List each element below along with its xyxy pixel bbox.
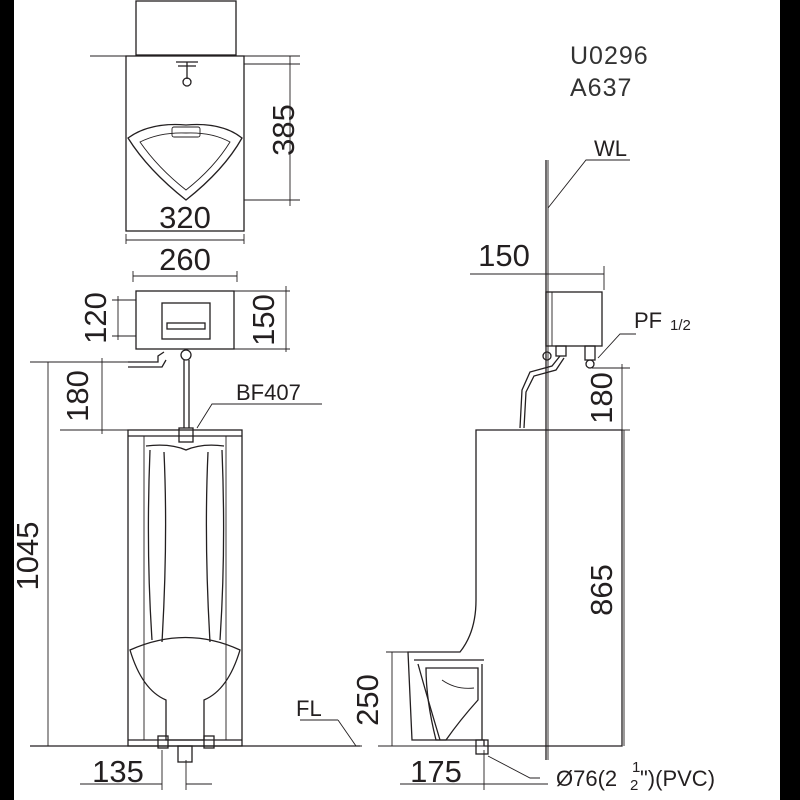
top-view [90, 0, 300, 244]
sensor-window-icon [166, 322, 206, 330]
front-bowl-rim [145, 444, 225, 451]
front-flush-connector [178, 427, 194, 443]
pf-label: PF [634, 308, 662, 333]
valve-label: BF407 [236, 380, 301, 405]
drawing-sheet: U0296 A637 WL FL BF407 PF 1/2 Ø76(2 1 2 … [14, 0, 780, 800]
wl-label: WL [594, 136, 627, 161]
front-foot-right [203, 735, 215, 749]
drain-label-prefix: Ø76(2 [556, 766, 617, 791]
floor-level-marker [300, 719, 362, 747]
model-code-1: U0296 [570, 42, 649, 70]
dim-drain-offset-side: 175 [410, 754, 462, 789]
fl-label: FL [296, 696, 322, 721]
dim-total-height: 1045 [14, 522, 45, 591]
dim-supply-height-side: 180 [584, 372, 619, 424]
dim-drain-offset-front: 135 [92, 754, 144, 789]
drain-frac-num: 1 [632, 759, 640, 776]
wl-leader [547, 159, 630, 209]
model-code-2: A637 [570, 74, 632, 102]
front-drain-pipe [177, 745, 193, 763]
drain-frac-den: 2 [630, 777, 638, 794]
pf-size-label: 1/2 [670, 317, 691, 334]
dim-side-height: 865 [584, 564, 619, 616]
dim-top-height: 385 [266, 104, 301, 156]
side-view [378, 159, 636, 790]
drain-label-suffix: ")(PVC) [640, 766, 715, 791]
top-bowl-inner [139, 132, 231, 191]
spray-head-icon [176, 61, 198, 87]
top-bowl-outer [127, 123, 243, 201]
technical-drawing: U0296 A637 WL FL BF407 PF 1/2 Ø76(2 1 2 … [14, 0, 715, 794]
drain-leader [487, 755, 540, 779]
dim-valve-right-height: 150 [246, 294, 281, 346]
valve-leader [196, 403, 322, 429]
side-drain-pipe [475, 739, 489, 755]
dim-wall-offset: 150 [478, 238, 530, 273]
front-bowl-bottom [129, 636, 241, 741]
side-supply-fittings [519, 345, 596, 429]
front-foot-left [157, 735, 169, 749]
top-urinal-outline [125, 55, 245, 232]
top-cistern-box [135, 0, 237, 56]
dim-lip-height: 250 [350, 674, 385, 726]
supply-inlet [128, 351, 165, 363]
front-urinal-body [127, 429, 243, 747]
side-bowl [425, 667, 479, 741]
front-valve-box [135, 290, 235, 350]
side-valve-box [545, 291, 603, 347]
front-view [30, 271, 360, 790]
dim-valve-width: 260 [159, 242, 211, 277]
pf-leader [597, 333, 636, 359]
top-flush-slot [171, 126, 201, 138]
dim-valve-left-height: 120 [78, 292, 113, 344]
dim-supply-height-front: 180 [60, 370, 95, 422]
dim-top-width: 320 [159, 200, 211, 235]
front-valve-panel [161, 302, 211, 340]
